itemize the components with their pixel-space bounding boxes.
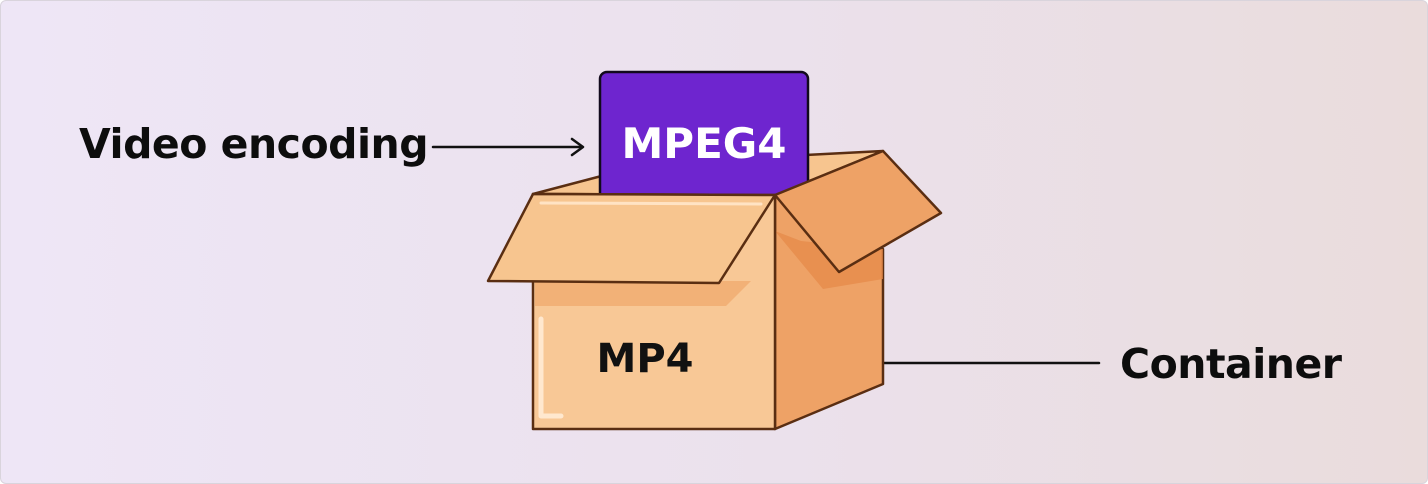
mpeg4-card: MPEG4 [598, 70, 810, 224]
box-label: MP4 [597, 336, 694, 382]
card-label: MPEG4 [622, 119, 787, 168]
container-label: Container [1120, 340, 1342, 388]
video-encoding-label: Video encoding [79, 120, 429, 168]
arrow-right-icon [431, 137, 585, 157]
box-front-flap [486, 192, 777, 285]
box-right-flap [773, 149, 943, 274]
